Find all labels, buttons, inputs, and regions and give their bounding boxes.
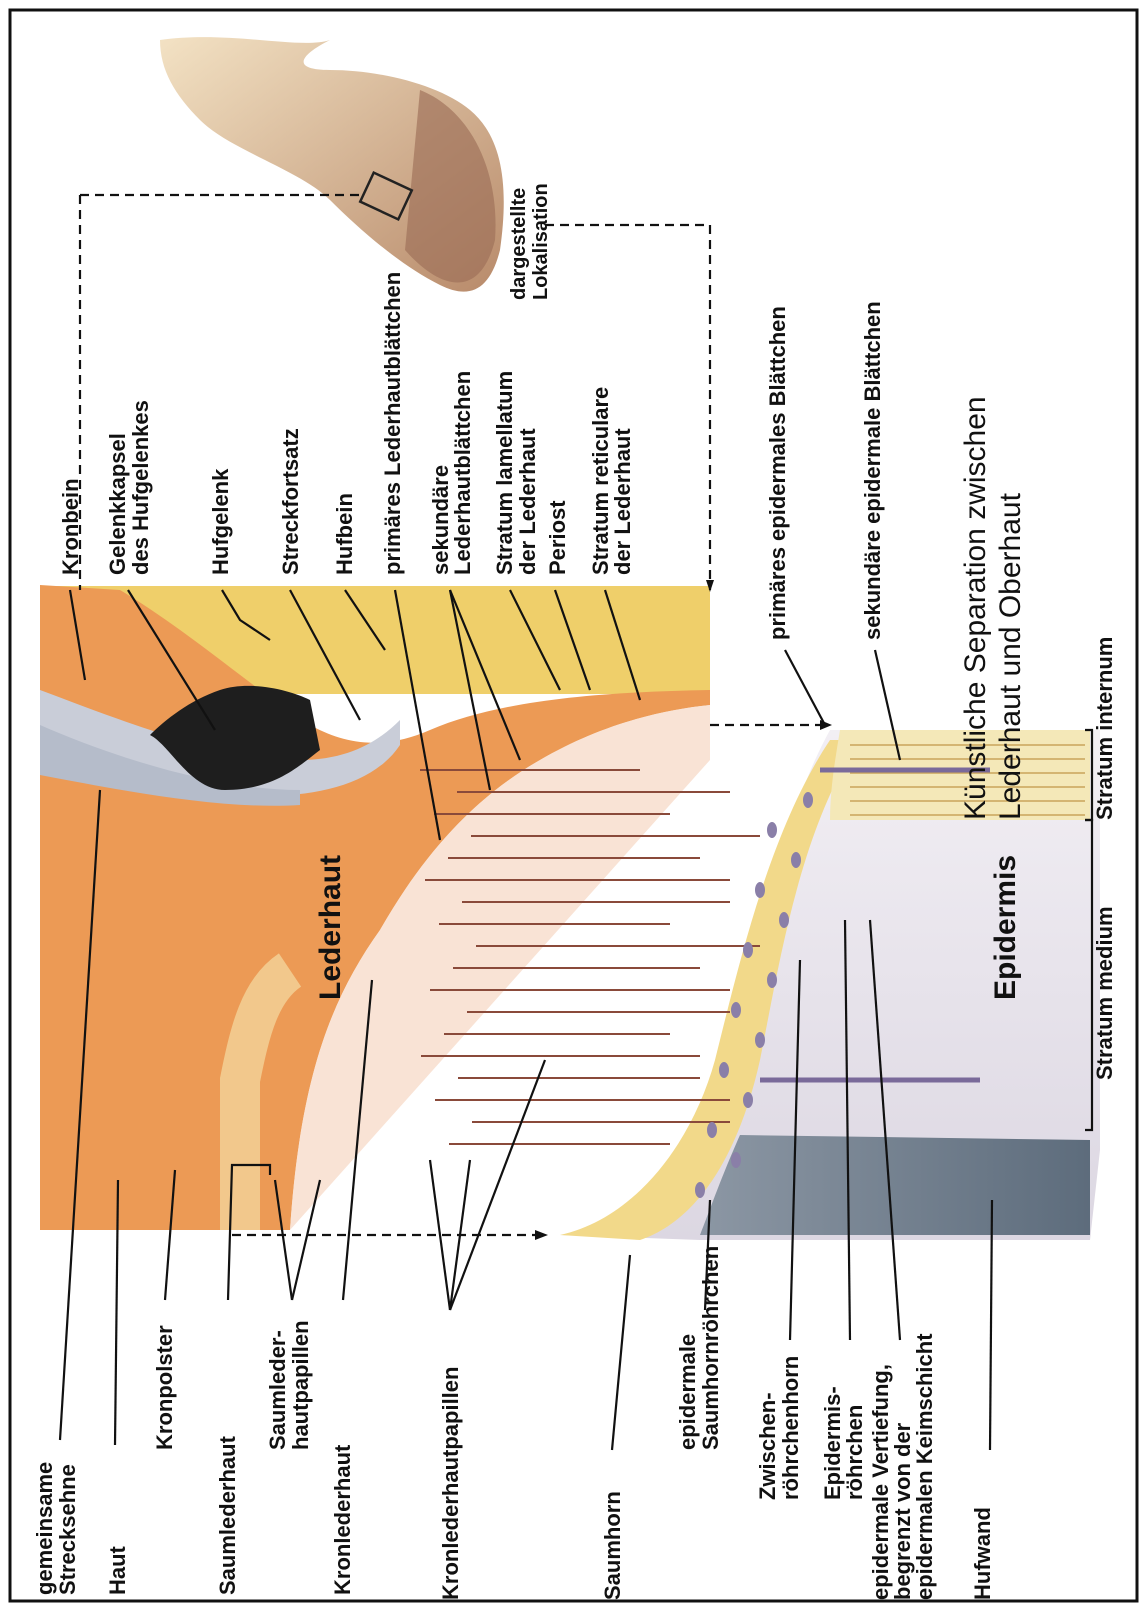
label-saumroehrchen-1: epidermale xyxy=(675,1334,700,1450)
label-hufgelenk: Hufgelenk xyxy=(208,468,233,575)
title-line-2: Lederhaut und Oberhaut xyxy=(994,492,1027,820)
label-vertiefung-3: epidermalen Keimschicht xyxy=(912,1333,937,1600)
label-lamellatum-2: der Lederhaut xyxy=(515,428,540,575)
stratum-medium: Stratum medium xyxy=(1092,906,1117,1080)
localisation-label-line1: dargestellte xyxy=(508,188,530,300)
label-lamellatum-1: Stratum lamellatum xyxy=(492,371,517,575)
saumhorn-tubule xyxy=(731,1002,741,1018)
label-saumhorn: Saumhorn xyxy=(600,1491,625,1600)
saumhorn-tubule xyxy=(755,1032,765,1048)
saumhorn-tubule xyxy=(743,1092,753,1108)
label-saumlederhaut: Saumlederhaut xyxy=(215,1435,240,1595)
label-gelenkkapsel-2: des Hufgelenkes xyxy=(128,400,153,575)
label-gelenkkapsel-1: Gelenkkapsel xyxy=(105,433,130,575)
saumhorn-tubule xyxy=(731,1152,741,1168)
saumhorn-tubule xyxy=(719,1062,729,1078)
label-epiroehrchen-2: röhrchen xyxy=(842,1405,867,1500)
tissue-epidermis: Epidermis xyxy=(989,855,1022,1000)
label-prim-epidermal: primäres epidermales Blättchen xyxy=(765,306,790,640)
saumhorn-tubule xyxy=(779,912,789,928)
hoof-inset xyxy=(160,37,504,292)
tissue-lederhaut: Lederhaut xyxy=(314,855,347,1000)
label-hufwand: Hufwand xyxy=(970,1507,995,1600)
label-strecksehne-2: Strecksehne xyxy=(55,1464,80,1595)
label-strecksehne-1: gemeinsame xyxy=(32,1462,57,1595)
label-sek-lederhaut-2: Lederhautblättchen xyxy=(450,371,475,575)
label-haut: Haut xyxy=(105,1545,130,1595)
saumhorn-tubule xyxy=(707,1122,717,1138)
label-sek-epidermal: sekundäre epidermale Blättchen xyxy=(860,301,885,640)
label-hufbein: Hufbein xyxy=(332,493,357,575)
label-saumpapillen-1: Saumleder- xyxy=(265,1330,290,1450)
label-prim-lederhautblaettchen: primäres Lederhautblättchen xyxy=(380,272,405,575)
saumhorn-tubule xyxy=(755,882,765,898)
saumhorn-tubule xyxy=(803,792,813,808)
saumhorn-tubule xyxy=(695,1182,705,1198)
label-saumroehrchen-2: Saumhornröhrchen xyxy=(698,1246,723,1450)
label-reticulare-2: der Lederhaut xyxy=(610,428,635,575)
title-line-1: Künstliche Separation zwischen xyxy=(959,396,992,820)
stratum-internum: Stratum internum xyxy=(1092,637,1117,820)
label-kronlederhautpapillen: Kronlederhautpapillen xyxy=(438,1367,463,1600)
label-kronlederhaut: Kronlederhaut xyxy=(330,1444,355,1595)
label-periost: Periost xyxy=(545,500,570,575)
label-zwischenhorn-1: Zwischen- xyxy=(755,1392,780,1500)
label-saumpapillen-2: hautpapillen xyxy=(288,1320,313,1450)
saumhorn-tubule xyxy=(743,942,753,958)
saumhorn-tubule xyxy=(791,852,801,868)
label-zwischenhorn-2: röhrchenhorn xyxy=(778,1356,803,1500)
saumhorn-tubule xyxy=(767,972,777,988)
saumhorn-tubule xyxy=(767,822,777,838)
label-kronpolster: Kronpolster xyxy=(152,1325,177,1450)
label-streckfortsatz: Streckfortsatz xyxy=(278,428,303,575)
localisation-label-line2: Lokalisation xyxy=(530,183,552,300)
